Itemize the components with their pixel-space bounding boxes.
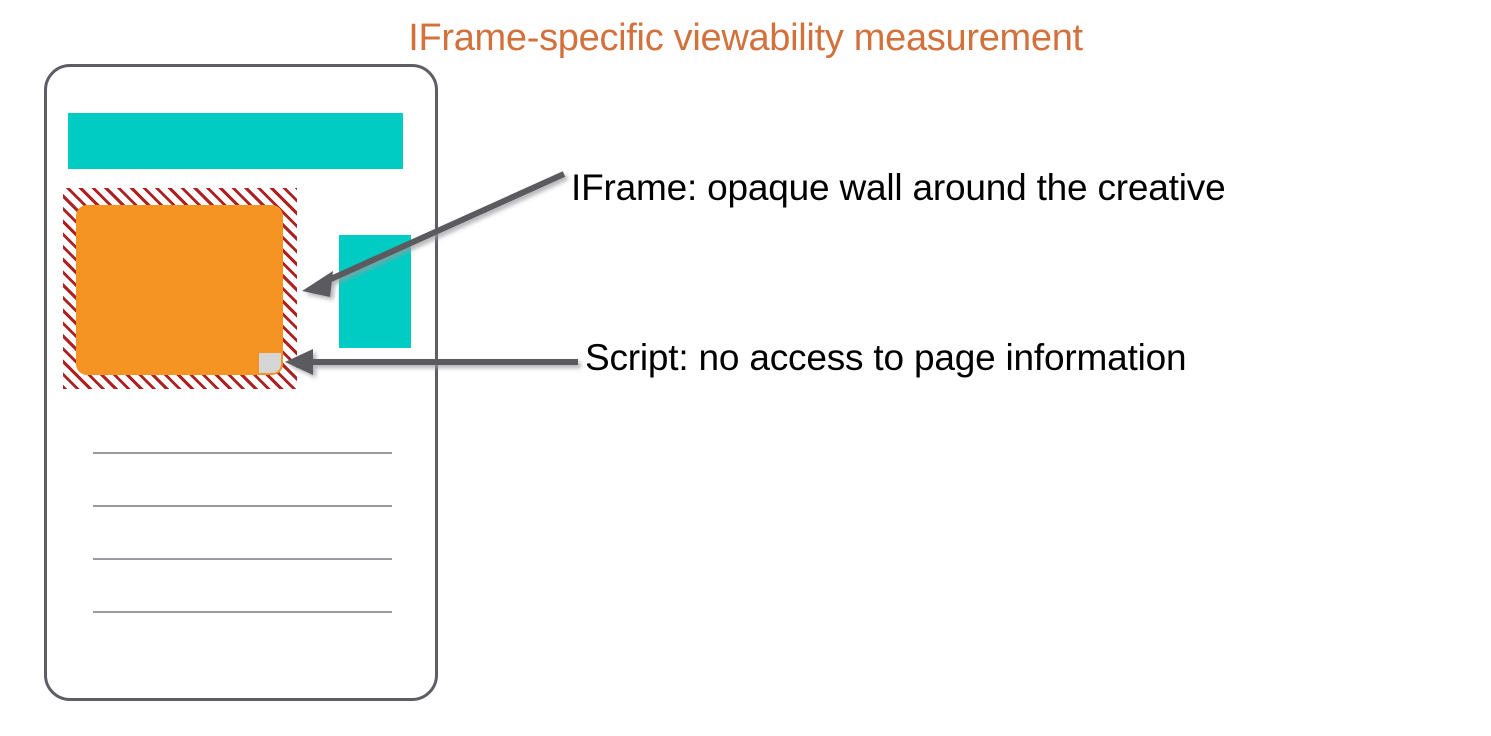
ad-creative-block [76,205,283,375]
page-text-line [93,505,392,507]
iframe-callout-label: IFrame: opaque wall around the creative [571,167,1226,208]
page-title: IFrame-specific viewability measurement [408,17,1083,59]
page-text-line [93,558,392,560]
script-callout-label: Script: no access to page information [585,337,1187,378]
measurement-script-pixel [259,353,281,373]
page-text-line [93,452,392,454]
page-content-block-side [339,235,411,348]
page-text-line [93,611,392,613]
page-content-block-top [68,113,403,169]
